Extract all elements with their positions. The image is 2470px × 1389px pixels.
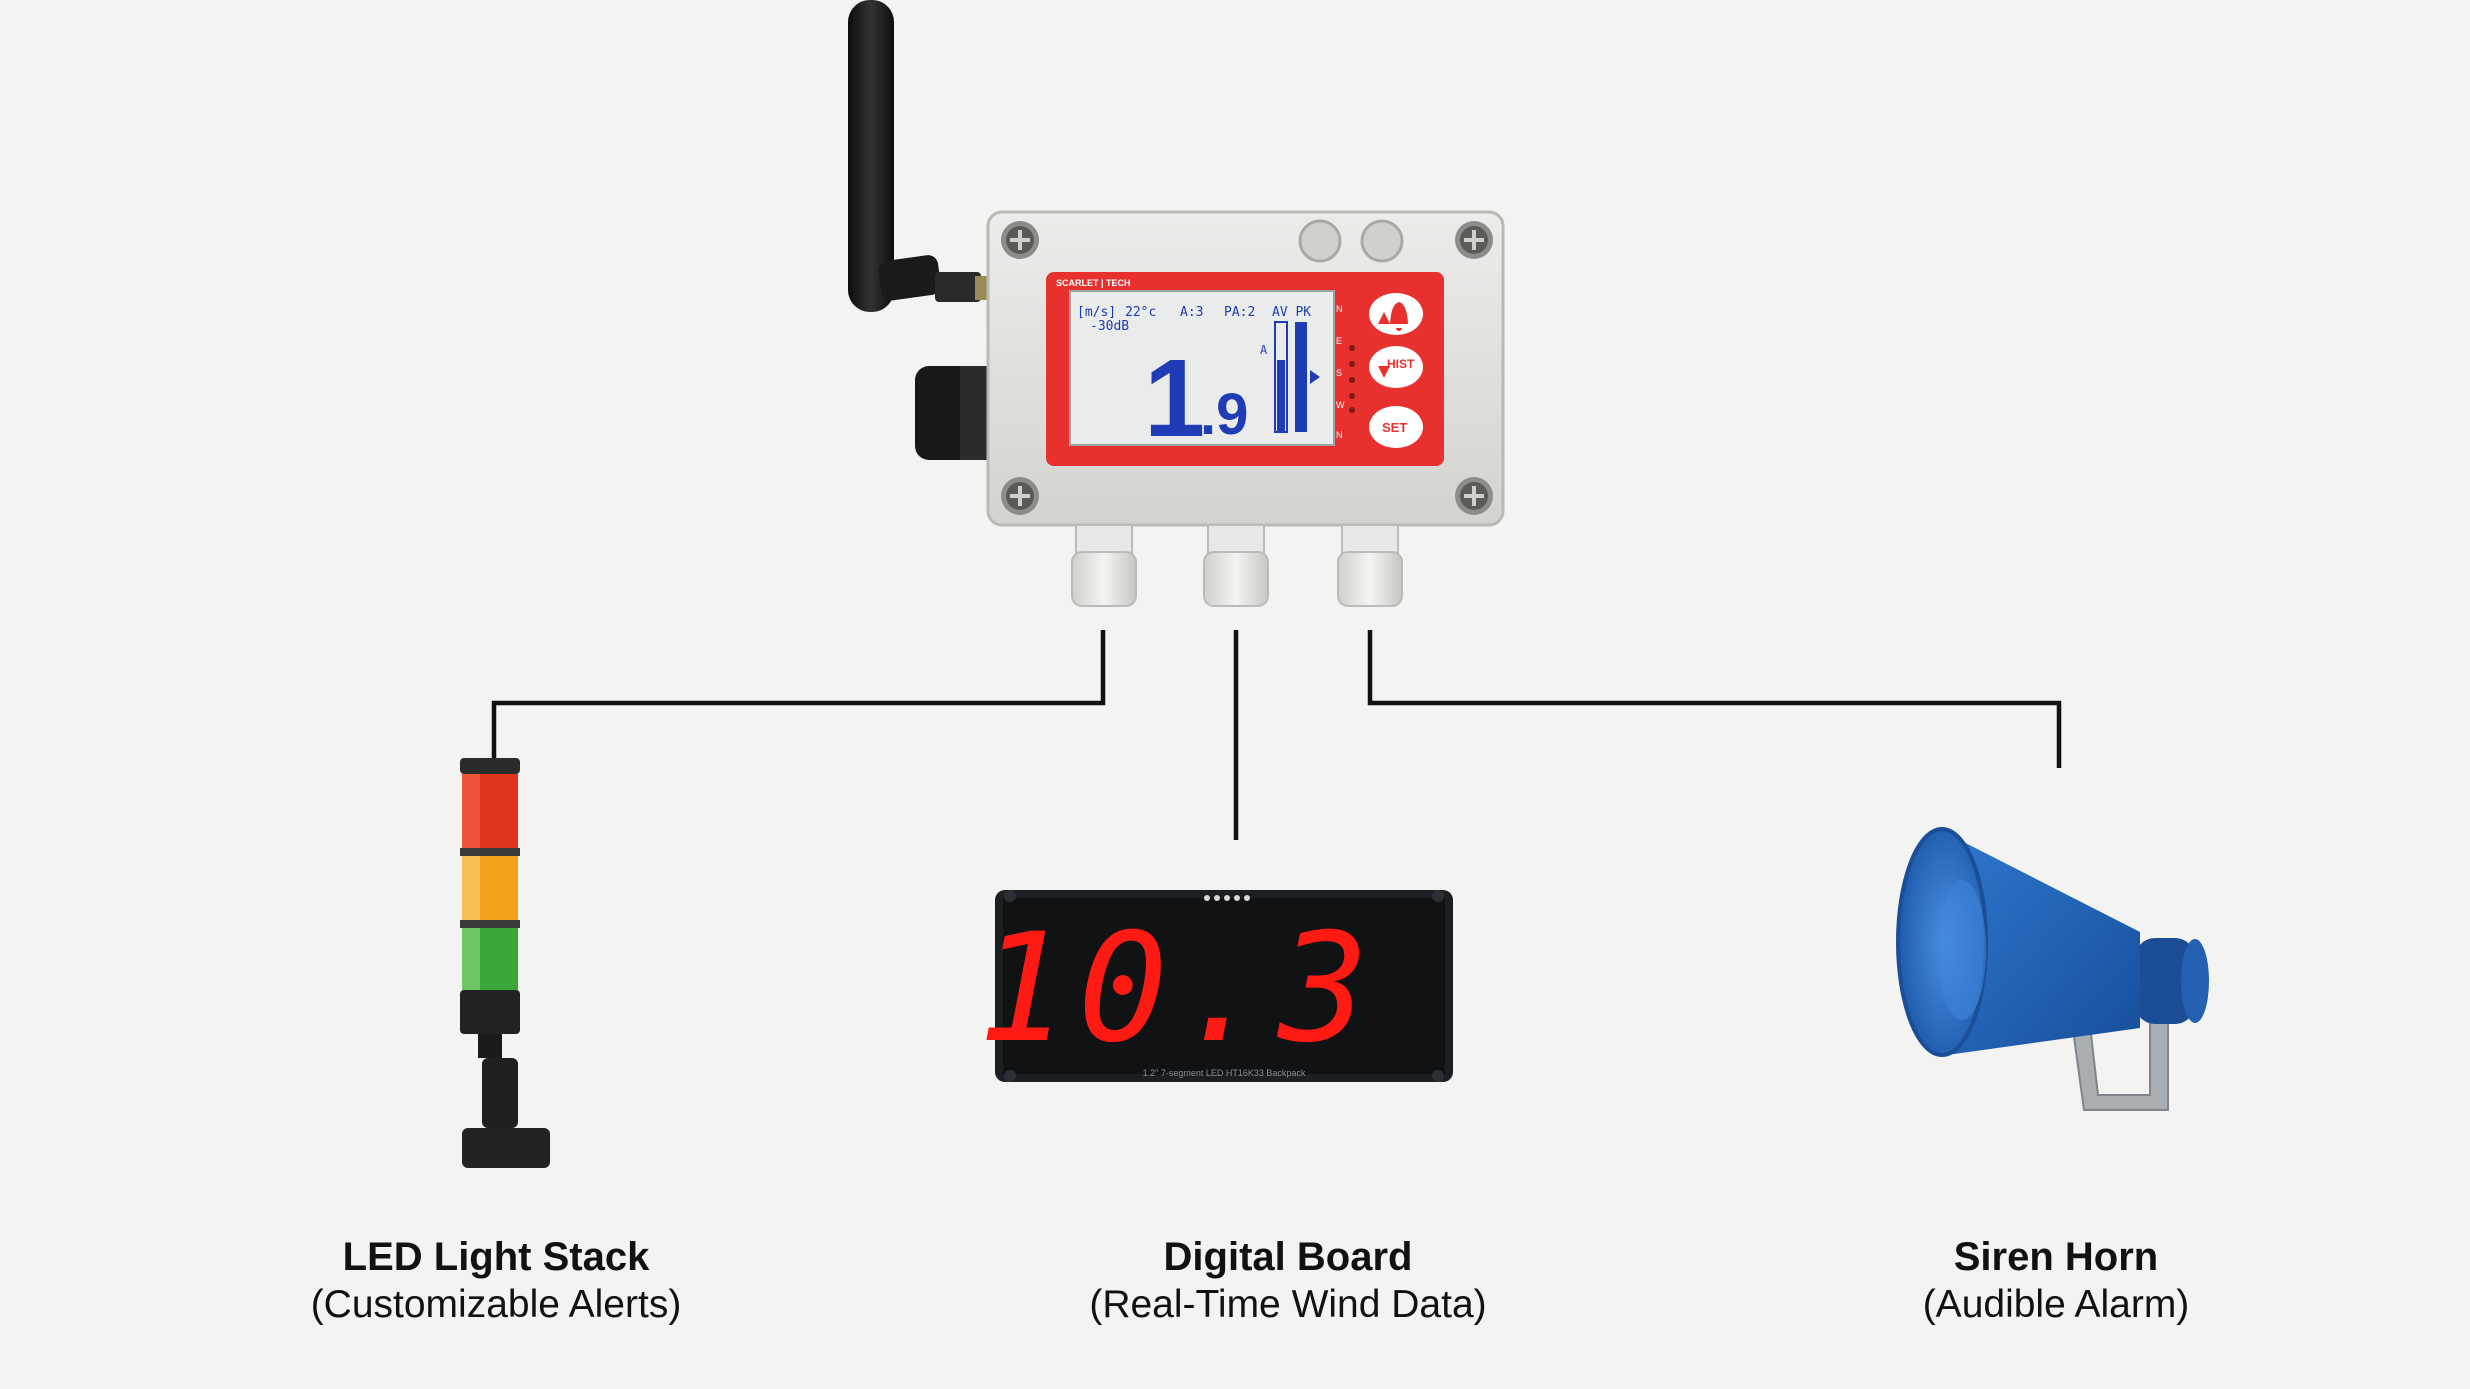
lcd-pre-alarm: PA:2: [1224, 305, 1255, 320]
caption-subtitle: (Customizable Alerts): [310, 1283, 682, 1326]
hist-label: HIST: [1387, 357, 1415, 371]
hist-button[interactable]: HIST: [1369, 346, 1423, 388]
lcd-reading-main: 1: [1144, 337, 1205, 460]
bell-icon: [1390, 302, 1408, 331]
caption-digital-board: Digital Board (Real-Time Wind Data): [938, 1234, 1638, 1328]
lcd-unit: [m/s]: [1077, 305, 1116, 320]
compass-label-n: N: [1336, 304, 1343, 314]
digital-board-footer: 1.2" 7-segment LED HT16K33 Backpack: [1143, 1068, 1306, 1078]
lcd-db: -30dB: [1090, 319, 1129, 334]
caption-siren-horn: Siren Horn (Audible Alarm): [1706, 1234, 2406, 1328]
lcd-alarm: A:3: [1180, 305, 1203, 320]
caption-title: Digital Board: [1163, 1235, 1413, 1279]
lcd-bar-graph: [1274, 321, 1320, 433]
caption-title: Siren Horn: [1953, 1235, 2159, 1279]
screw-icon: [1455, 477, 1493, 515]
digital-board-value: 10.3: [977, 902, 1378, 1076]
caption-title: LED Light Stack: [342, 1235, 650, 1279]
indicator-lens: [1360, 219, 1404, 263]
caption-led-light-stack: LED Light Stack (Customizable Alerts): [146, 1234, 846, 1328]
wind-monitor-device: SCARLET | TECH [m/s] 22°c A:3 PA:2 AV PK…: [915, 210, 1505, 607]
set-button[interactable]: SET: [1369, 406, 1423, 448]
compass-label-e: E: [1336, 336, 1342, 346]
cable-gland: [1203, 524, 1269, 607]
indicator-lens: [1298, 219, 1342, 263]
led-light-stack: [460, 758, 550, 1168]
wire-to-siren-horn: [1367, 630, 2062, 768]
arrow-down-icon: [1378, 366, 1390, 378]
arrow-up-icon: [1378, 312, 1390, 324]
compass-label-w: W: [1336, 400, 1345, 410]
alarm-button[interactable]: [1369, 293, 1423, 335]
lcd-screen: [1069, 290, 1335, 446]
cable-gland: [1071, 524, 1137, 607]
lcd-av-pk: AV PK: [1272, 305, 1311, 320]
cable-gland: [1337, 524, 1403, 607]
caption-subtitle: (Audible Alarm): [1922, 1283, 2190, 1326]
lcd-temperature: 22°c: [1125, 305, 1156, 320]
brand-logo: SCARLET | TECH: [1056, 278, 1131, 288]
screw-icon: [1001, 477, 1039, 515]
lcd-bar-marker: A: [1260, 343, 1268, 357]
wiring: [491, 630, 2062, 840]
compass-label-s: S: [1336, 368, 1342, 378]
screw-icon: [1455, 221, 1493, 259]
antenna: [848, 0, 991, 312]
set-label: SET: [1382, 420, 1407, 435]
digital-board: 10.3 1.2" 7-segment LED HT16K33 Backpack: [977, 890, 1453, 1082]
screw-icon: [1001, 221, 1039, 259]
compass-label-n2: N: [1336, 430, 1343, 440]
caption-subtitle: (Real-Time Wind Data): [1089, 1283, 1487, 1326]
lcd-reading-decimal: .9: [1200, 382, 1248, 447]
siren-horn: [1896, 827, 2209, 1111]
wire-to-led-stack: [491, 630, 1106, 760]
